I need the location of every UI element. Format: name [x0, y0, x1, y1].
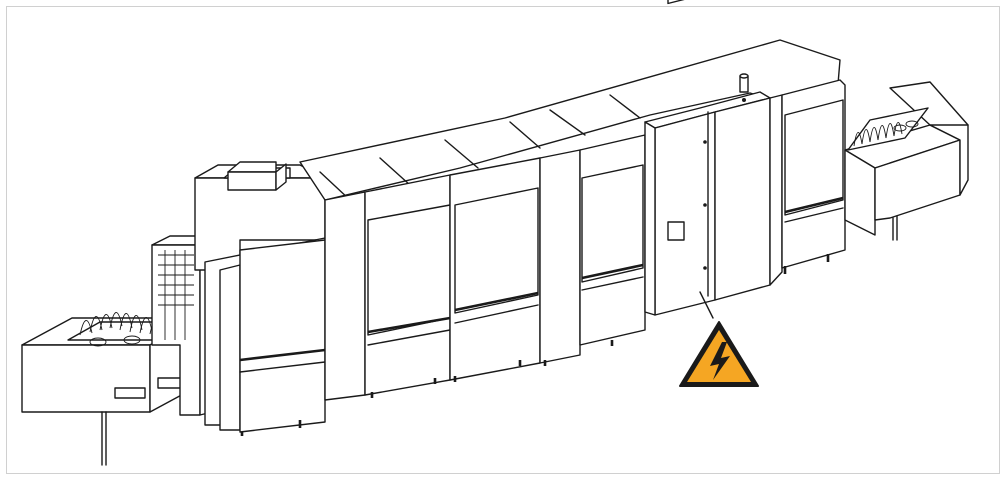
exit-section	[769, 79, 846, 286]
control-cabinet	[644, 0, 771, 316]
warning-leader-line	[699, 291, 714, 319]
prewash-section	[194, 161, 326, 436]
right-unloading-table	[844, 81, 969, 241]
main-body-panels	[324, 134, 646, 401]
dish-rack-right	[847, 107, 929, 151]
main-body-top	[299, 39, 841, 201]
high-voltage-warning-icon	[679, 321, 759, 387]
